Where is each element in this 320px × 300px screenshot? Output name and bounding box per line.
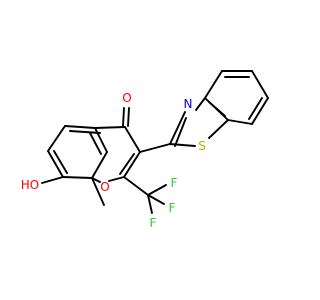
nitrogen-label: N xyxy=(184,97,193,111)
bond xyxy=(248,97,263,120)
carbonyl-oxygen-label: O xyxy=(122,91,131,105)
hydroxyl-label: HO xyxy=(21,178,39,192)
bond xyxy=(91,177,105,206)
bond xyxy=(62,176,93,179)
bond xyxy=(47,150,64,178)
structure-canvas: O O HO N S F F F xyxy=(20,70,269,230)
bond xyxy=(147,194,165,205)
bond xyxy=(124,126,141,153)
bond xyxy=(227,119,253,125)
bond xyxy=(41,176,64,184)
bond xyxy=(123,151,141,178)
bond xyxy=(89,132,102,155)
sulfur-label: S xyxy=(198,139,206,153)
bond xyxy=(147,194,153,214)
bond xyxy=(91,151,108,179)
bond xyxy=(174,117,187,147)
bond xyxy=(208,119,229,139)
molecule-drawing: O O HO N S F F F xyxy=(21,70,269,230)
bond xyxy=(204,70,223,99)
bond xyxy=(169,143,196,147)
bond xyxy=(139,143,171,153)
bond xyxy=(208,101,226,117)
bond xyxy=(69,130,101,134)
bond xyxy=(47,125,66,152)
bond xyxy=(127,107,130,127)
atom-labels: O O HO N S F F F xyxy=(21,91,206,230)
bond xyxy=(119,153,135,175)
bond xyxy=(91,177,101,183)
ring-oxygen-label: O xyxy=(100,180,109,194)
fluorine-label-1: F xyxy=(150,216,157,230)
bond xyxy=(64,125,96,129)
bond xyxy=(123,176,149,196)
bond xyxy=(169,111,186,145)
bond xyxy=(94,127,108,153)
bond xyxy=(195,97,206,111)
bond xyxy=(251,70,269,99)
bond xyxy=(108,176,125,182)
bond xyxy=(147,184,167,196)
fluorine-label-2: F xyxy=(171,176,178,190)
bonds xyxy=(41,70,269,214)
bond xyxy=(94,126,126,129)
bond xyxy=(251,97,269,125)
bond xyxy=(53,150,68,174)
fluorine-label-3: F xyxy=(169,201,176,215)
bond xyxy=(122,107,125,127)
